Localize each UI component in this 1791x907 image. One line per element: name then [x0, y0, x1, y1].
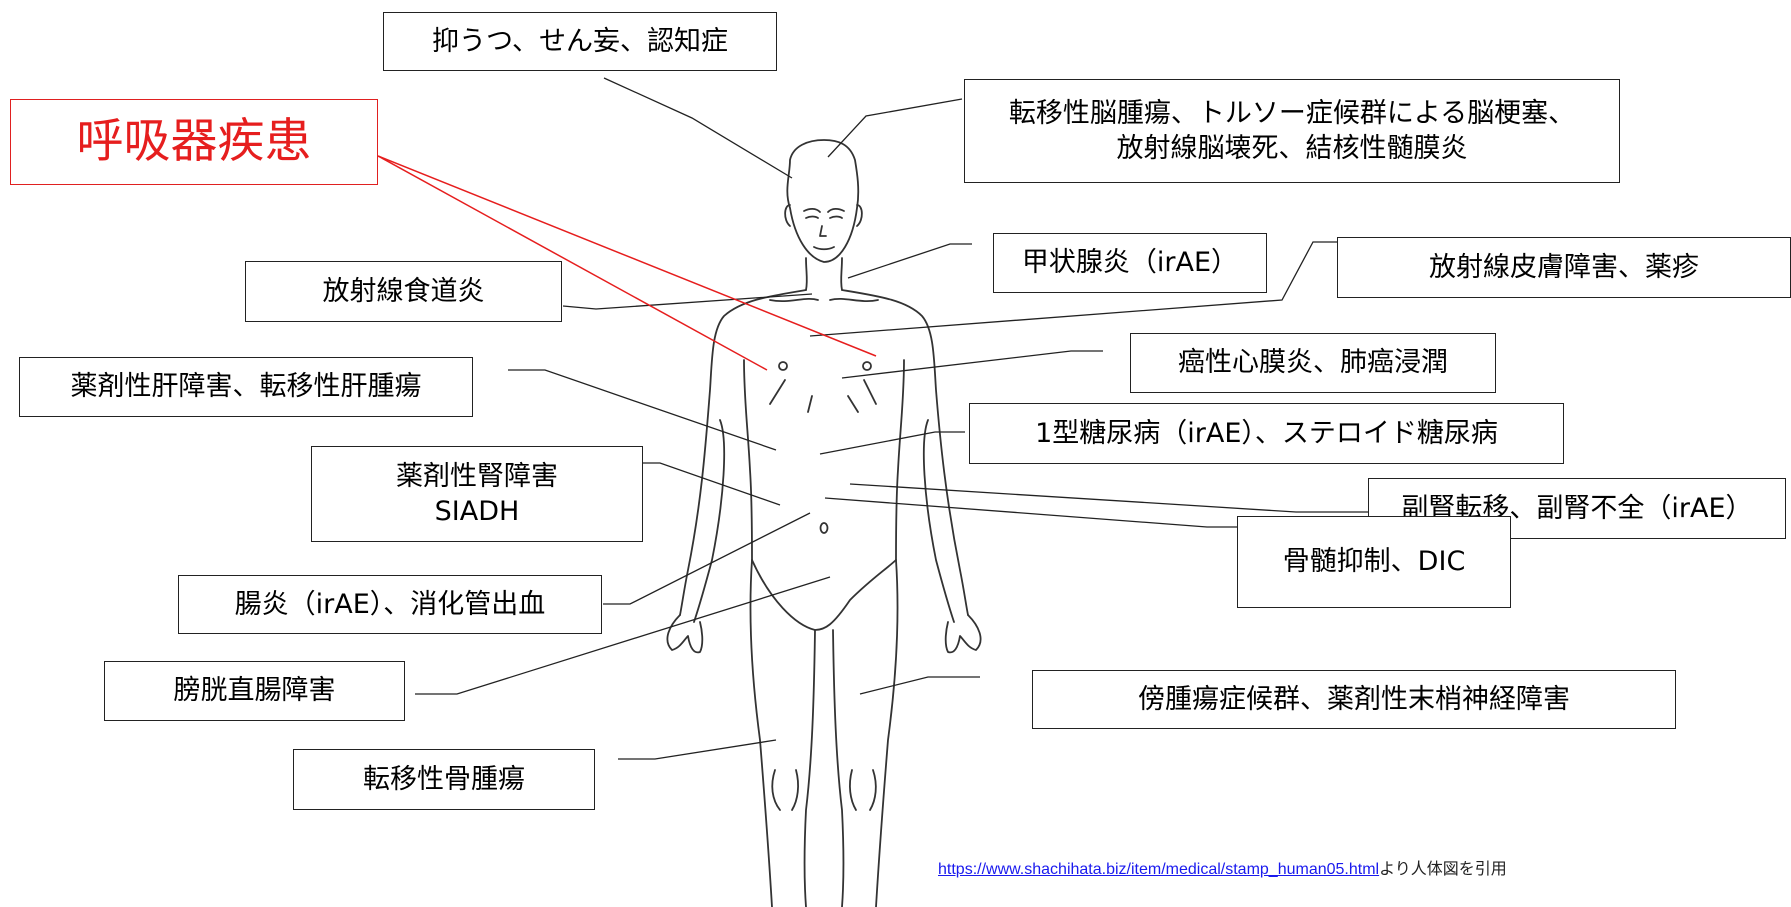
- label-nerve: 傍腫瘍症候群、薬剤性末梢神経障害: [1032, 670, 1676, 729]
- esophagus-leader: [562, 293, 813, 310]
- marrow-leader: [824, 497, 1237, 528]
- label-respiratory: 呼吸器疾患: [10, 99, 378, 185]
- label-esophagus: 放射線食道炎: [245, 261, 562, 322]
- respiratory-leaders: [377, 155, 877, 371]
- nerve-leader: [859, 676, 980, 695]
- thyroid-leader: [847, 243, 972, 279]
- credit-suffix: より人体図を引用: [1379, 861, 1507, 878]
- credit-link[interactable]: https://www.shachihata.biz/item/medical/…: [938, 861, 1380, 878]
- label-head: 転移性脳腫瘍、トルソー症候群による脳梗塞、 放射線脳壊死、結核性髄膜炎: [964, 79, 1620, 183]
- brain-leader: [603, 77, 793, 179]
- bone-leader: [618, 739, 777, 760]
- adrenal-leader: [849, 483, 1368, 513]
- label-brain: 抑うつ、せん妄、認知症: [383, 12, 777, 71]
- label-kidney: 薬剤性腎障害 SIADH: [311, 446, 643, 542]
- bladder-leader: [415, 576, 831, 695]
- pancreas-leader: [819, 431, 965, 455]
- label-heart: 癌性心膜炎、肺癌浸潤: [1130, 333, 1496, 393]
- label-pancreas: 1型糖尿病（irAE）、ステロイド糖尿病: [969, 403, 1564, 464]
- human-body-figure: [666, 139, 982, 907]
- skin-leader: [809, 241, 1337, 337]
- image-credit: https://www.shachihata.biz/item/medical/…: [938, 855, 1507, 879]
- liver-leader: [508, 369, 777, 451]
- label-bladder: 膀胱直腸障害: [104, 661, 405, 721]
- label-bone: 転移性骨腫瘍: [293, 749, 595, 810]
- label-thyroid: 甲状腺炎（irAE）: [993, 233, 1267, 293]
- leader-lines: [415, 77, 1368, 760]
- label-marrow: 骨髄抑制、DIC: [1237, 516, 1511, 608]
- head-leader: [827, 98, 963, 158]
- kidney-leader: [643, 462, 781, 506]
- label-intestine: 腸炎（irAE）、消化管出血: [178, 575, 602, 634]
- label-liver: 薬剤性肝障害、転移性肝腫瘍: [19, 357, 473, 417]
- intestine-leader: [603, 512, 811, 605]
- label-skin: 放射線皮膚障害、薬疹: [1337, 237, 1791, 298]
- heart-leader: [841, 350, 1103, 379]
